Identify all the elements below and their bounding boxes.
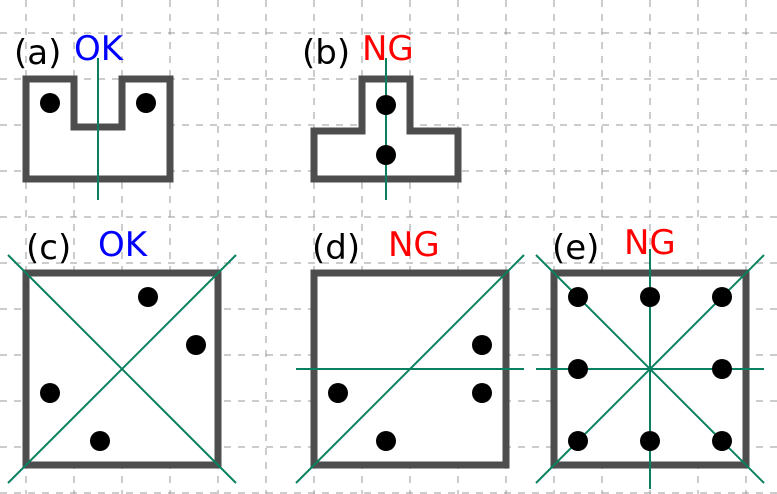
verdict-badge-c: OK xyxy=(98,225,148,265)
panel-label-c: (c) xyxy=(26,228,72,268)
verdict-badge-d: NG xyxy=(388,225,440,265)
panel-c xyxy=(7,254,237,484)
feature-dot xyxy=(568,359,588,379)
panel-label-d: (d) xyxy=(312,228,361,268)
panel-label-b: (b) xyxy=(302,33,351,73)
feature-dot xyxy=(640,431,660,451)
panel-e xyxy=(535,249,765,489)
feature-dot xyxy=(376,145,396,165)
feature-dot xyxy=(472,383,492,403)
feature-dot xyxy=(712,359,732,379)
feature-dot xyxy=(712,431,732,451)
verdict-badge-e: NG xyxy=(624,223,676,263)
feature-dot xyxy=(90,431,110,451)
feature-dot xyxy=(376,95,396,115)
feature-dot xyxy=(186,335,206,355)
panel-d xyxy=(295,254,525,484)
feature-dot xyxy=(40,93,60,113)
feature-dot xyxy=(328,383,348,403)
feature-dot xyxy=(712,287,732,307)
panel-label-a: (a) xyxy=(14,33,62,73)
feature-dot xyxy=(568,287,588,307)
feature-dot xyxy=(136,93,156,113)
feature-dot xyxy=(376,431,396,451)
panel-b xyxy=(310,58,462,200)
feature-dot xyxy=(40,383,60,403)
symmetry-line-diagonal-up xyxy=(7,254,237,484)
feature-dot xyxy=(138,287,158,307)
panel-label-e: (e) xyxy=(552,228,600,268)
feature-dot xyxy=(640,287,660,307)
feature-dot xyxy=(568,431,588,451)
feature-dot xyxy=(472,335,492,355)
verdict-badge-b: NG xyxy=(362,29,414,69)
verdict-badge-a: OK xyxy=(74,29,124,69)
panel-a xyxy=(22,58,174,200)
